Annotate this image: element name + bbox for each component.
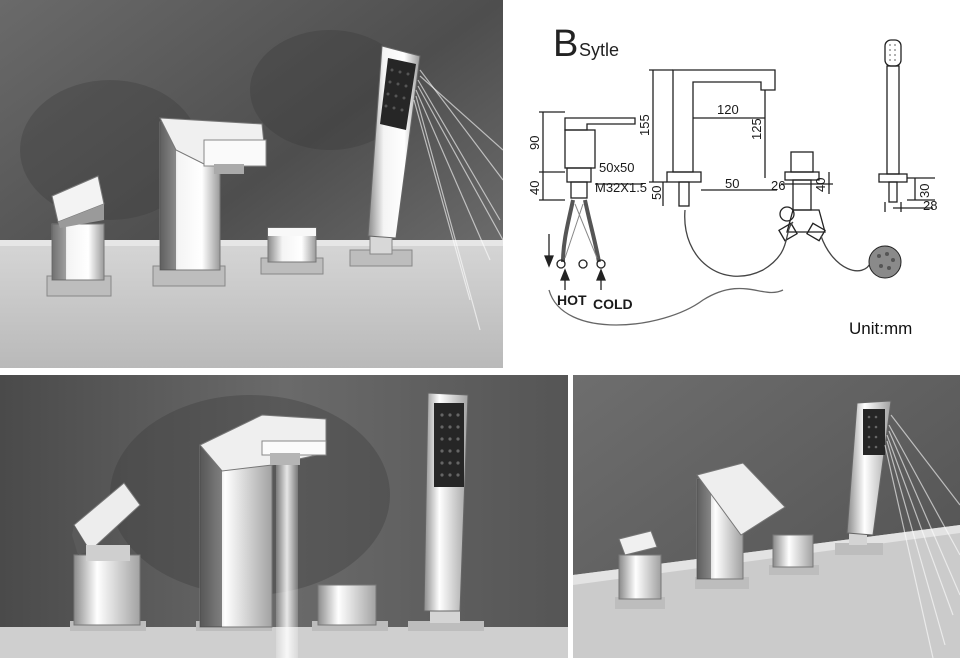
water-stream	[276, 465, 298, 658]
diverter-knob	[769, 534, 819, 575]
dim-spout-drop: 125	[749, 118, 764, 140]
dim-shower-base-w: 28	[923, 198, 937, 213]
mixer-valve	[615, 530, 665, 609]
bottom-left-photo	[0, 375, 568, 658]
style-word: Sytle	[579, 40, 619, 60]
cold-label: COLD	[593, 296, 633, 312]
dim-mixer-height: 90	[527, 136, 542, 150]
hand-shower	[835, 400, 892, 555]
hot-label: HOT	[557, 292, 587, 308]
dim-spout-reach: 120	[717, 102, 739, 117]
shower-head-icon	[868, 245, 902, 279]
water-spray	[413, 69, 503, 331]
hand-shower	[349, 45, 421, 267]
unit-label: Unit:mm	[849, 319, 912, 338]
dim-diverter-width: 26	[771, 178, 785, 193]
top-left-photo	[0, 0, 503, 368]
dim-spout-base: 50	[649, 186, 664, 200]
mixer-valve	[70, 482, 146, 631]
dimension-diagram: B Sytle	[503, 0, 960, 368]
mixer-valve	[46, 175, 112, 297]
dim-mixer-square: 50x50	[599, 160, 634, 175]
dim-shower-base-h: 30	[917, 184, 932, 198]
bottom-right-photo	[573, 375, 960, 658]
dim-spout-height: 155	[637, 114, 652, 136]
spout	[695, 462, 786, 589]
dim-diverter-base: 40	[813, 178, 828, 192]
spout	[196, 414, 327, 631]
water-spray	[884, 414, 960, 658]
hand-shower	[408, 392, 484, 631]
dim-mixer-base: 40	[527, 181, 542, 195]
spout	[152, 117, 267, 287]
dim-spout-width: 50	[725, 176, 739, 191]
diverter-knob	[260, 227, 324, 275]
dim-thread: M32X1.5	[595, 180, 647, 195]
style-letter: B	[553, 23, 578, 65]
diverter-knob	[312, 584, 388, 631]
